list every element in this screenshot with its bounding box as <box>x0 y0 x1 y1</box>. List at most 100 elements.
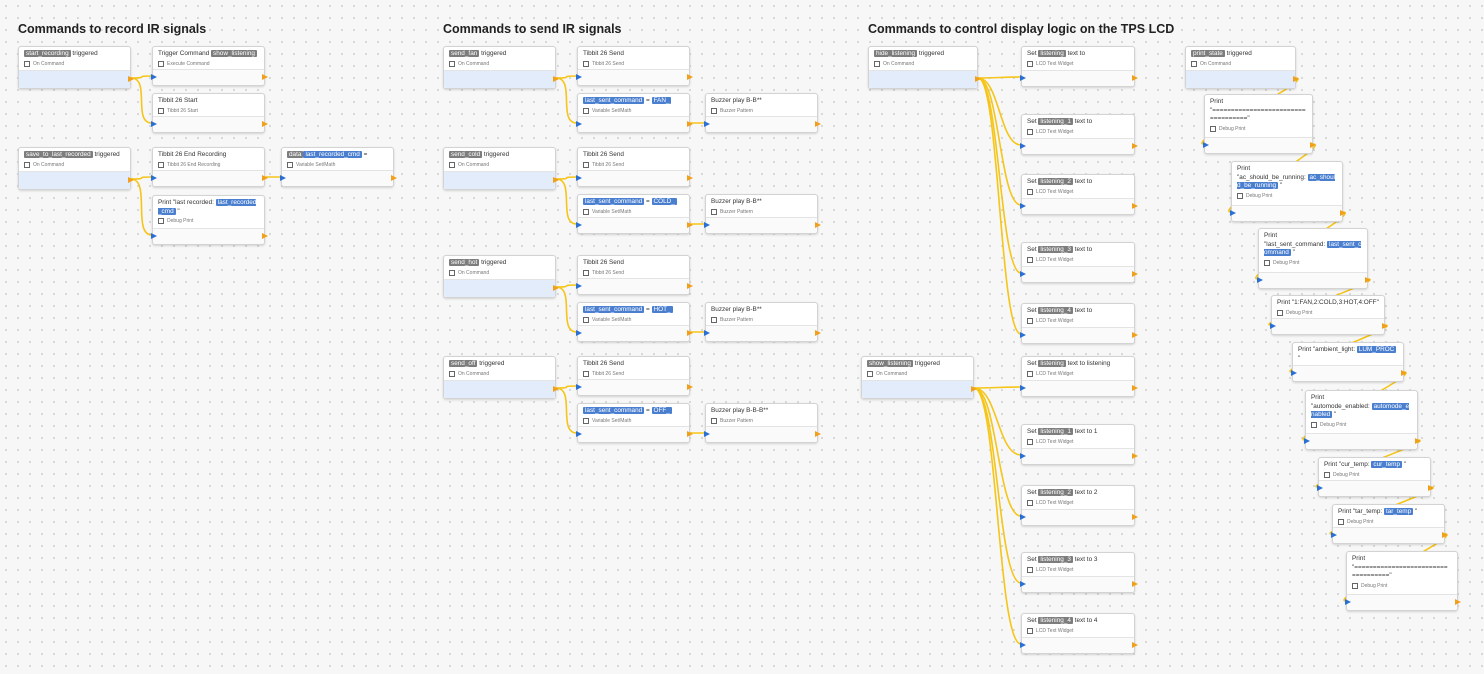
input-port-icon[interactable] <box>576 383 582 390</box>
output-port-icon[interactable] <box>1415 437 1421 444</box>
action-node-ps-1[interactable]: Print"==================================… <box>1203 94 1316 154</box>
output-port-icon[interactable] <box>1442 531 1448 538</box>
input-port-icon[interactable] <box>1020 270 1026 277</box>
output-port-icon[interactable] <box>815 430 821 437</box>
action-node-send-hot-buzz[interactable]: Buzzer play B-B**Buzzer Pattern <box>704 302 821 342</box>
output-port-icon[interactable] <box>1132 74 1138 81</box>
output-port-icon[interactable] <box>553 284 559 291</box>
output-port-icon[interactable] <box>1455 598 1461 605</box>
output-port-icon[interactable] <box>1293 75 1299 82</box>
output-port-icon[interactable] <box>1340 209 1346 216</box>
input-port-icon[interactable] <box>1304 437 1310 444</box>
output-port-icon[interactable] <box>128 75 134 82</box>
input-port-icon[interactable] <box>1257 276 1263 283</box>
action-node-send-off-buzz[interactable]: Buzzer play B-B-B**Buzzer Pattern <box>704 403 821 443</box>
output-port-icon[interactable] <box>1382 322 1388 329</box>
output-port-icon[interactable] <box>975 75 981 82</box>
input-port-icon[interactable] <box>1020 641 1026 648</box>
output-port-icon[interactable] <box>687 282 693 289</box>
input-port-icon[interactable] <box>1230 209 1236 216</box>
output-port-icon[interactable] <box>687 221 693 228</box>
input-port-icon[interactable] <box>280 174 286 181</box>
output-port-icon[interactable] <box>687 73 693 80</box>
output-port-icon[interactable] <box>553 176 559 183</box>
output-port-icon[interactable] <box>687 430 693 437</box>
action-node-ps-7[interactable]: Print "cur_temp: cur_temp "Debug Print <box>1317 457 1434 497</box>
output-port-icon[interactable] <box>1132 513 1138 520</box>
action-node-send-cold-var[interactable]: last_sent_command = COLD_Variable Set/Ma… <box>576 194 693 234</box>
input-port-icon[interactable] <box>1345 598 1351 605</box>
output-port-icon[interactable] <box>971 385 977 392</box>
input-port-icon[interactable] <box>151 73 157 80</box>
output-port-icon[interactable] <box>1132 270 1138 277</box>
input-port-icon[interactable] <box>704 221 710 228</box>
input-port-icon[interactable] <box>1203 141 1209 148</box>
output-port-icon[interactable] <box>687 174 693 181</box>
action-node-print-last-recorded[interactable]: Print "last recorded: last_recorded_cmd … <box>151 195 268 245</box>
input-port-icon[interactable] <box>1317 484 1323 491</box>
input-port-icon[interactable] <box>576 120 582 127</box>
action-node-ps-3[interactable]: Print"last_sent_command: last_sent_comma… <box>1257 228 1371 289</box>
input-port-icon[interactable] <box>1270 322 1276 329</box>
input-port-icon[interactable] <box>1020 331 1026 338</box>
output-port-icon[interactable] <box>687 329 693 336</box>
input-port-icon[interactable] <box>704 430 710 437</box>
output-port-icon[interactable] <box>553 385 559 392</box>
output-port-icon[interactable] <box>262 232 268 239</box>
output-port-icon[interactable] <box>1132 452 1138 459</box>
action-node-ps-4[interactable]: Print "1:FAN,2:COLD,3:HOT,4:OFF"Debug Pr… <box>1270 295 1388 335</box>
output-port-icon[interactable] <box>553 75 559 82</box>
output-port-icon[interactable] <box>1365 276 1371 283</box>
output-port-icon[interactable] <box>1132 641 1138 648</box>
input-port-icon[interactable] <box>151 174 157 181</box>
input-port-icon[interactable] <box>576 221 582 228</box>
input-port-icon[interactable] <box>1020 142 1026 149</box>
output-port-icon[interactable] <box>1428 484 1434 491</box>
action-node-ps-2[interactable]: Print"ac_should_be_running: ac_should_be… <box>1230 161 1346 222</box>
output-port-icon[interactable] <box>1132 142 1138 149</box>
action-node-send-fan-var[interactable]: last_sent_command = FAN_Variable Set/Mat… <box>576 93 693 133</box>
input-port-icon[interactable] <box>576 329 582 336</box>
output-port-icon[interactable] <box>391 174 397 181</box>
input-port-icon[interactable] <box>576 73 582 80</box>
output-port-icon[interactable] <box>1132 202 1138 209</box>
output-port-icon[interactable] <box>815 120 821 127</box>
input-port-icon[interactable] <box>1020 384 1026 391</box>
action-node-ps-9[interactable]: Print"==================================… <box>1345 551 1461 611</box>
output-port-icon[interactable] <box>1310 141 1316 148</box>
output-port-icon[interactable] <box>262 73 268 80</box>
input-port-icon[interactable] <box>1020 580 1026 587</box>
input-port-icon[interactable] <box>1331 531 1337 538</box>
action-node-ps-8[interactable]: Print "tar_temp: tar_temp "Debug Print <box>1331 504 1448 544</box>
input-port-icon[interactable] <box>1020 452 1026 459</box>
input-port-icon[interactable] <box>1020 513 1026 520</box>
action-node-ps-6[interactable]: Print"automode_enabled: automode_enabled… <box>1304 390 1421 450</box>
output-port-icon[interactable] <box>1132 384 1138 391</box>
action-node-send-off-var[interactable]: last_sent_command = OFF_Variable Set/Mat… <box>576 403 693 443</box>
output-port-icon[interactable] <box>687 120 693 127</box>
input-port-icon[interactable] <box>704 329 710 336</box>
action-node-ps-5[interactable]: Print "ambient_light: LUM_PROC "Debug Pr… <box>1291 342 1407 382</box>
output-port-icon[interactable] <box>687 383 693 390</box>
output-port-icon[interactable] <box>815 329 821 336</box>
output-port-icon[interactable] <box>1401 369 1407 376</box>
